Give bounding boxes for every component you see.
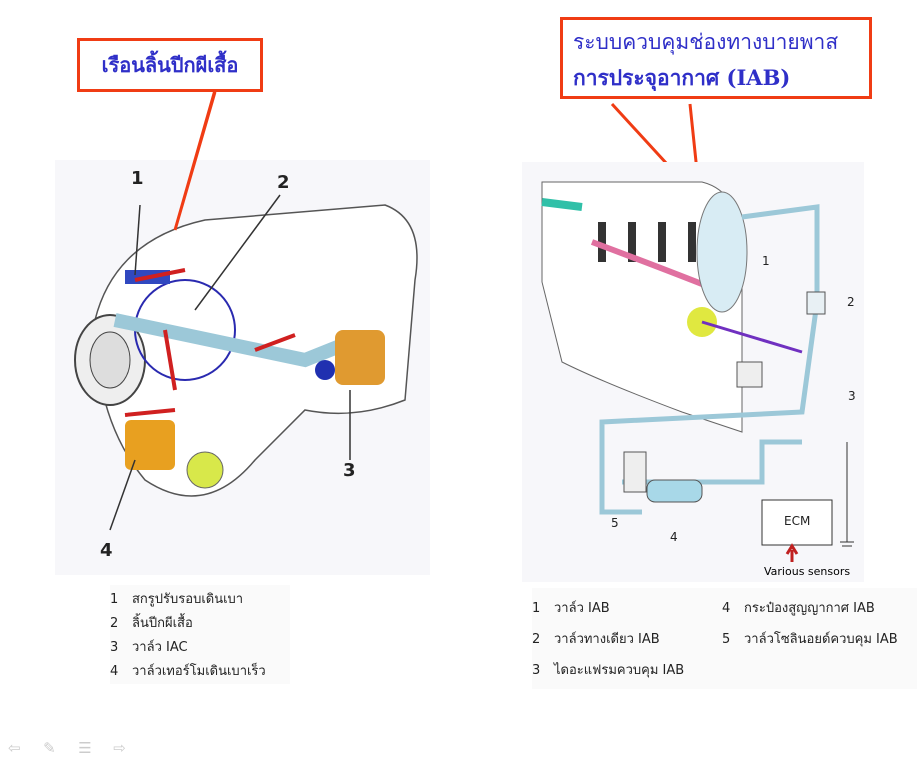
throttle-body-illustration bbox=[74, 194, 418, 531]
part-number-1: 1 bbox=[762, 254, 770, 268]
throttle-body-title: เรือนลิ้นปีกผีเสื้อ bbox=[101, 53, 239, 77]
ecm-label: ECM bbox=[784, 514, 811, 528]
part-number-3: 3 bbox=[343, 460, 356, 481]
iab-illustration bbox=[541, 181, 854, 562]
menu-icon[interactable]: ☰ bbox=[78, 739, 92, 757]
iab-title-line2: การประจุอากาศ (IAB) bbox=[573, 65, 791, 90]
iab-callout: ระบบควบคุมช่องทางบายพาส การประจุอากาศ (I… bbox=[560, 17, 872, 99]
pen-icon[interactable]: ✎ bbox=[43, 739, 56, 757]
iab-title-line1: ระบบควบคุมช่องทางบายพาส bbox=[573, 30, 839, 54]
throttle-body-callout: เรือนลิ้นปีกผีเสื้อ bbox=[77, 38, 263, 92]
part-number-1: 1 bbox=[131, 168, 144, 189]
iab-system-diagram: 1 2 3 4 5 ECM Various sensors bbox=[522, 162, 864, 582]
part-number-4: 4 bbox=[670, 530, 678, 544]
next-slide-icon[interactable]: ⇨ bbox=[113, 739, 126, 757]
part-number-2: 2 bbox=[277, 172, 290, 193]
previous-slide-icon[interactable]: ⇦ bbox=[8, 739, 21, 757]
part-number-4: 4 bbox=[100, 540, 113, 561]
part-number-5: 5 bbox=[611, 516, 619, 530]
part-number-2: 2 bbox=[847, 295, 855, 309]
slide-navigation: ⇦ ✎ ☰ ⇨ bbox=[8, 738, 143, 757]
various-sensors-label: Various sensors bbox=[764, 565, 851, 578]
throttle-body-diagram: 1 2 3 4 bbox=[55, 160, 430, 575]
part-number-3: 3 bbox=[848, 389, 856, 403]
